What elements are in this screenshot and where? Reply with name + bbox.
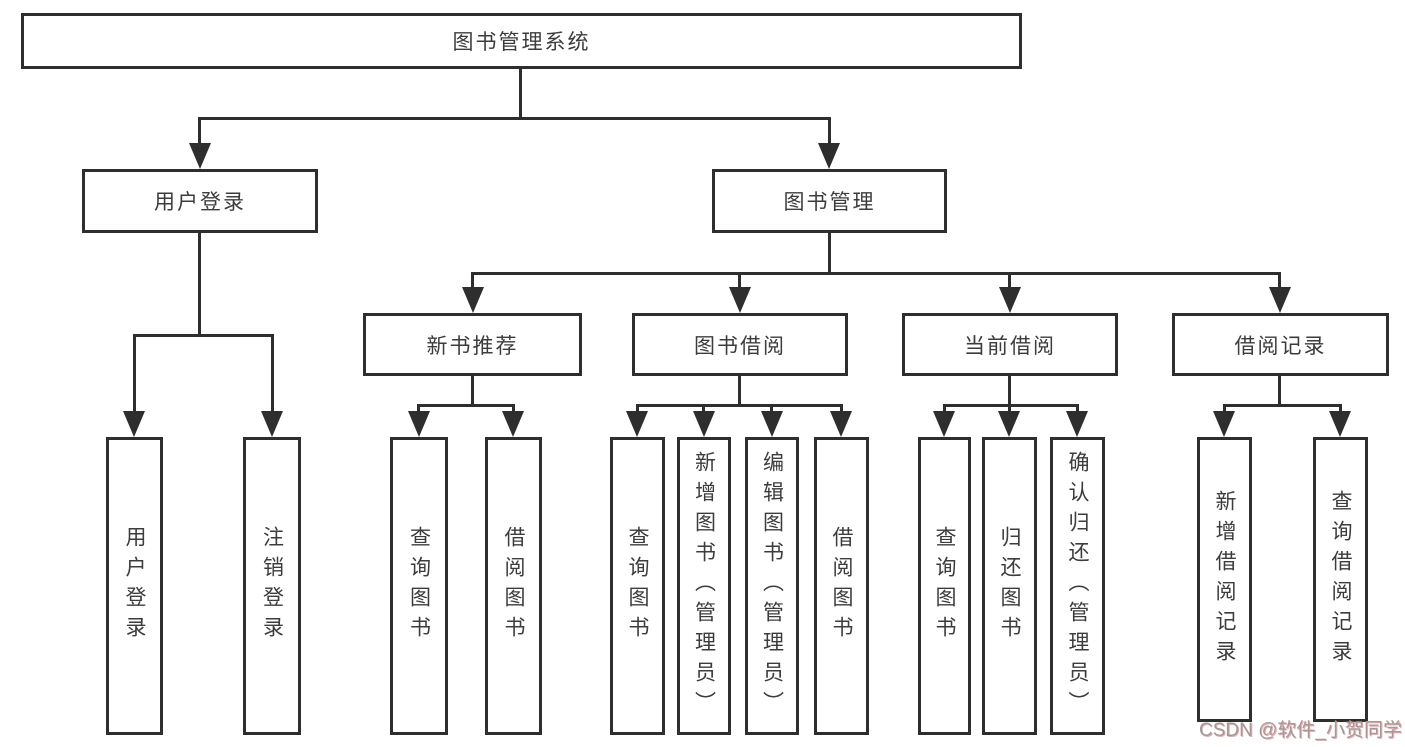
- connector-line: [471, 272, 1281, 275]
- connector-line: [738, 272, 741, 289]
- connector-line: [1278, 272, 1281, 289]
- connector-line: [943, 404, 1079, 407]
- connector-line: [133, 334, 136, 414]
- connector-line: [828, 117, 831, 145]
- arrow-down-icon: [123, 411, 145, 437]
- connector-line: [519, 69, 522, 120]
- connector-line: [943, 404, 946, 413]
- connector-line: [471, 374, 474, 407]
- leaf-borrow-borrow-books: 借阅图书: [814, 437, 869, 735]
- arrow-down-icon: [408, 411, 430, 437]
- connector-line: [1076, 404, 1079, 413]
- arrow-down-icon: [1329, 411, 1351, 437]
- arrow-down-icon: [933, 411, 955, 437]
- arrow-down-icon: [818, 143, 840, 169]
- connector-line: [1008, 375, 1011, 407]
- arrow-down-icon: [261, 411, 283, 437]
- leaf-borrow-search-books: 查询图书: [610, 437, 665, 735]
- node-borrow-records: 借阅记录: [1172, 313, 1389, 376]
- arrow-down-icon: [830, 411, 852, 437]
- connector-line: [702, 404, 705, 413]
- connector-line: [198, 117, 831, 120]
- arrow-down-icon: [1269, 287, 1291, 313]
- connector-line: [417, 404, 420, 413]
- connector-line: [770, 404, 773, 413]
- leaf-user-login: 用户登录: [106, 437, 163, 735]
- arrow-down-icon: [693, 411, 715, 437]
- arrow-down-icon: [761, 411, 783, 437]
- connector-line: [840, 404, 843, 413]
- leaf-current-search-books: 查询图书: [918, 437, 971, 735]
- arrow-down-icon: [1066, 411, 1088, 437]
- connector-line: [636, 404, 843, 407]
- connector-line: [198, 117, 201, 145]
- watermark: CSDN @软件_小贺同学: [1199, 720, 1402, 741]
- leaf-recommend-search-books: 查询图书: [390, 437, 448, 735]
- leaf-logout: 注销登录: [243, 437, 301, 735]
- connector-line: [1278, 375, 1281, 407]
- leaf-borrow-edit-books-admin: 编辑图书（管理员）: [745, 437, 799, 735]
- connector-line: [471, 272, 474, 289]
- arrow-down-icon: [502, 411, 524, 437]
- connector-line: [1008, 404, 1011, 413]
- node-current-borrow: 当前借阅: [902, 313, 1118, 376]
- arrow-down-icon: [999, 287, 1021, 313]
- arrow-down-icon: [998, 411, 1020, 437]
- connector-line: [1339, 404, 1342, 413]
- connector-line: [198, 232, 201, 337]
- leaf-records-search-record: 查询借阅记录: [1313, 437, 1368, 722]
- connector-line: [512, 404, 515, 413]
- connector-line: [1223, 404, 1226, 413]
- arrow-down-icon: [729, 287, 751, 313]
- connector-line: [133, 334, 274, 337]
- node-book-management: 图书管理: [712, 169, 947, 233]
- leaf-records-add-record: 新增借阅记录: [1197, 437, 1252, 722]
- leaf-current-return-books: 归还图书: [982, 437, 1037, 735]
- arrow-down-icon: [1213, 411, 1235, 437]
- connector-line: [417, 404, 515, 407]
- leaf-borrow-add-books-admin: 新增图书（管理员）: [677, 437, 731, 735]
- connector-line: [271, 334, 274, 414]
- node-library-system: 图书管理系统: [21, 13, 1022, 69]
- leaf-recommend-borrow-books: 借阅图书: [485, 437, 542, 735]
- connector-line: [828, 232, 831, 274]
- connector-line: [636, 404, 639, 413]
- leaf-current-confirm-return-admin: 确认归还（管理员）: [1050, 437, 1105, 735]
- connector-line: [738, 375, 741, 407]
- arrow-down-icon: [462, 287, 484, 313]
- arrow-down-icon: [189, 143, 211, 169]
- connector-line: [1008, 272, 1011, 289]
- arrow-down-icon: [626, 411, 648, 437]
- connector-line: [1223, 404, 1342, 407]
- node-user-login: 用户登录: [82, 169, 318, 233]
- node-book-borrow: 图书借阅: [632, 313, 848, 376]
- node-new-book-recommend: 新书推荐: [363, 313, 582, 376]
